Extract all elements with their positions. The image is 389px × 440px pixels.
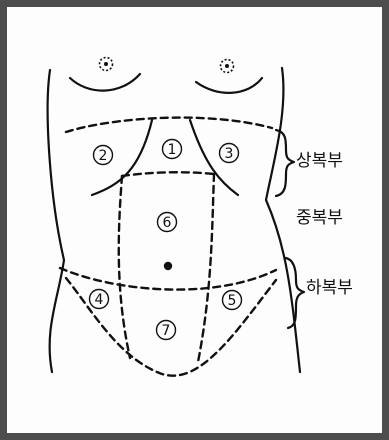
region-2-label: 2 xyxy=(99,148,108,164)
region-7-marker: 7 xyxy=(157,321,176,340)
region-5-marker: 5 xyxy=(223,291,242,310)
middle-abdomen-label: 중복부 xyxy=(296,208,343,228)
right-vertical-line xyxy=(198,174,214,362)
left-nipple-icon xyxy=(100,58,113,71)
epigastric-lower-line xyxy=(122,172,214,176)
lower-abdomen-label: 하복부 xyxy=(306,278,353,298)
region-3-marker: 3 xyxy=(220,144,239,163)
region-4-marker: 4 xyxy=(90,290,109,309)
right-chest-curve xyxy=(196,78,262,93)
navel-icon xyxy=(164,262,172,270)
region-1-marker: 1 xyxy=(163,140,182,159)
left-chest-curve xyxy=(70,74,140,91)
upper-boundary-line xyxy=(66,118,272,132)
torso-left-outline xyxy=(48,70,64,372)
right-nipple-icon xyxy=(221,60,234,73)
torso-right-outline xyxy=(266,68,300,372)
region-6-label: 6 xyxy=(163,215,172,231)
region-7-label: 7 xyxy=(162,323,171,339)
left-vertical-line xyxy=(119,176,130,358)
lower-boundary-line xyxy=(60,268,276,290)
upper-abdomen-label: 상복부 xyxy=(296,151,343,171)
region-3-label: 3 xyxy=(225,146,234,162)
region-4-label: 4 xyxy=(95,292,104,308)
region-1-label: 1 xyxy=(168,142,177,158)
region-2-marker: 2 xyxy=(94,146,113,165)
region-6-marker: 6 xyxy=(158,213,177,232)
region-5-label: 5 xyxy=(228,293,237,309)
lower-brace xyxy=(286,258,304,328)
